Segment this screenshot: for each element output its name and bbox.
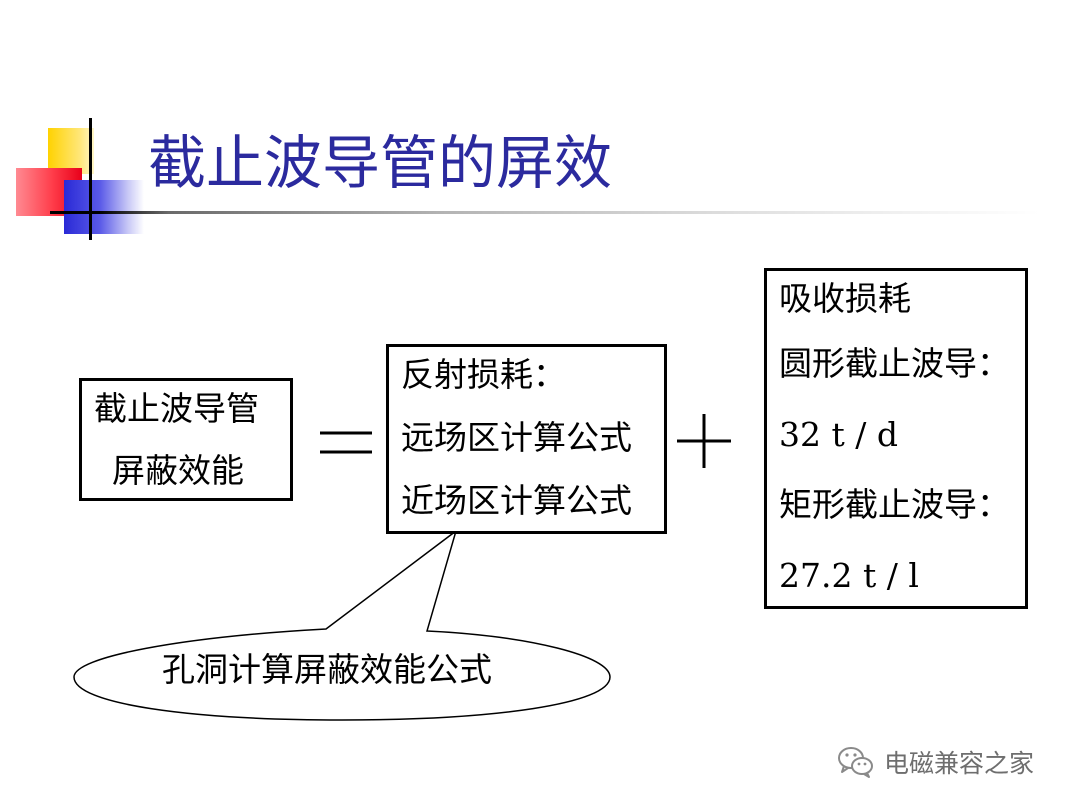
deco-yellow-square	[48, 128, 94, 174]
reflection-loss-box: 反射损耗： 远场区计算公式 近场区计算公式	[386, 344, 667, 534]
box-line: 屏蔽效能	[112, 451, 244, 490]
box-line: 圆形截止波导：	[779, 344, 1010, 383]
page-title: 截止波导管的屏效	[148, 129, 613, 197]
wechat-icon	[838, 747, 873, 778]
watermark: 电磁兼容之家	[836, 744, 1034, 780]
shielding-effectiveness-box: 截止波导管 屏蔽效能	[79, 378, 293, 501]
callout-text: 孔洞计算屏蔽效能公式	[162, 650, 492, 689]
box-line: 反射损耗：	[401, 355, 566, 394]
box-line: 矩形截止波导：	[779, 485, 1010, 524]
box-line: 吸收损耗	[779, 279, 911, 318]
callout-bubble	[73, 529, 611, 721]
equals-sign	[320, 431, 372, 454]
box-line: 27.2 t / l	[779, 556, 919, 595]
deco-vertical-line	[89, 118, 92, 240]
title-underline	[50, 211, 1040, 214]
box-line: 截止波导管	[94, 389, 259, 428]
plus-sign	[677, 414, 731, 468]
box-line: 32 t / d	[779, 415, 898, 454]
deco-blue-square	[64, 180, 144, 234]
watermark-text: 电磁兼容之家	[884, 749, 1035, 778]
absorption-loss-box: 吸收损耗 圆形截止波导： 32 t / d 矩形截止波导： 27.2 t / l	[764, 268, 1028, 609]
box-line: 近场区计算公式	[401, 481, 632, 520]
box-line: 远场区计算公式	[401, 418, 632, 457]
